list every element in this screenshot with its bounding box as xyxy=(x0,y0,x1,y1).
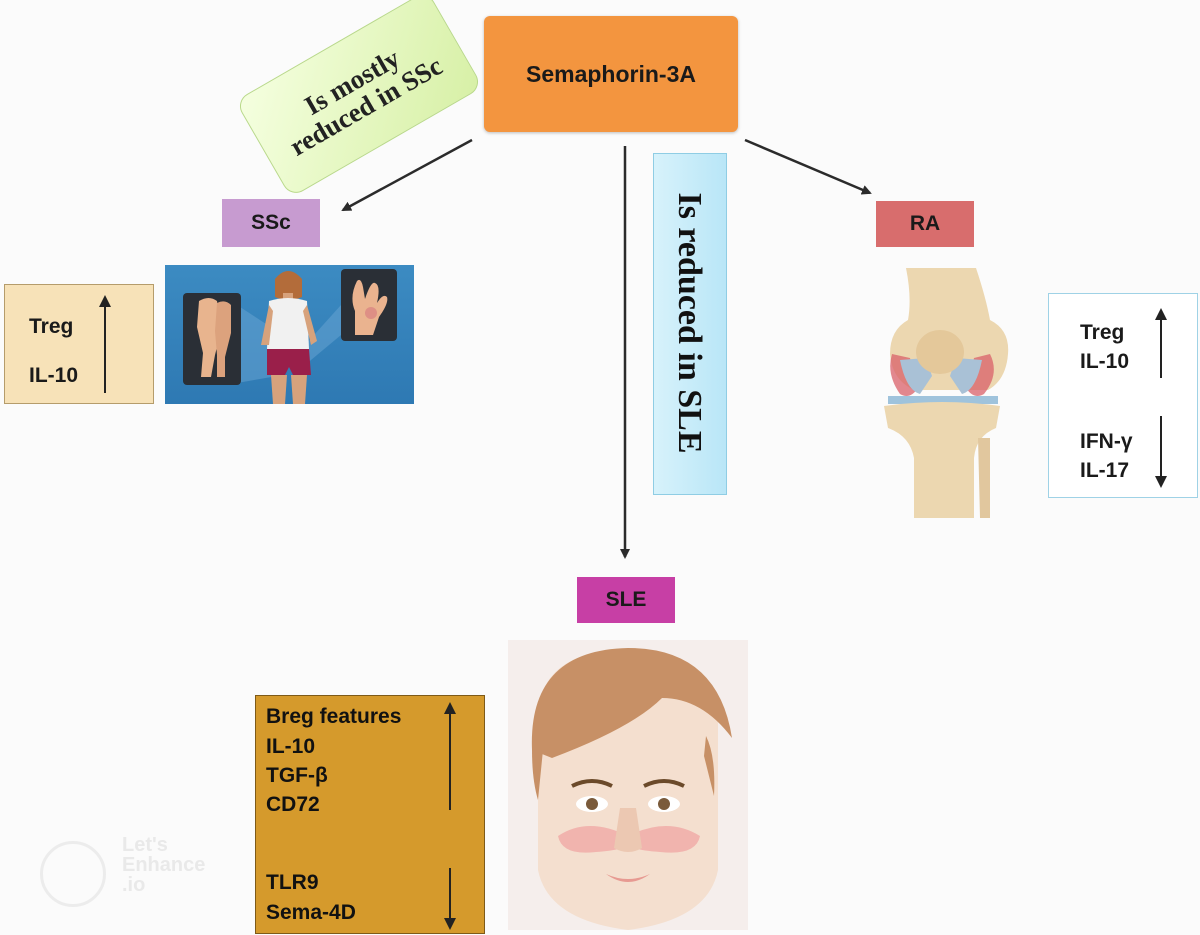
watermark-line: Enhance xyxy=(122,854,206,876)
ssc-label-text: SSc xyxy=(251,211,291,234)
up-arrow-icon xyxy=(99,295,111,393)
sle-note-text: Is reduced in SLE xyxy=(671,192,708,454)
arrow-to-ssc xyxy=(341,138,473,212)
watermark-logo-icon xyxy=(40,841,106,907)
down-arrow-icon xyxy=(444,868,456,930)
sle-up-item: CD72 xyxy=(266,793,320,816)
ra-up-item: IL-10 xyxy=(1080,350,1130,373)
ssc-up-item: IL-10 xyxy=(29,364,79,387)
watermark-text: Let's Enhance .io xyxy=(122,835,205,895)
arrow-to-ra xyxy=(744,138,872,195)
ssc-illustration xyxy=(165,265,414,404)
sle-up-item: TGF-β xyxy=(266,764,328,787)
ra-effects-box: Treg IL-10 IFN-γ IL-17 xyxy=(1048,293,1198,498)
ra-label: RA xyxy=(876,201,974,247)
sle-patient-face-image xyxy=(508,640,748,930)
sle-up-item: IL-10 xyxy=(266,735,316,758)
ssc-effects-box: Treg IL-10 xyxy=(4,284,154,404)
watermark-line: Let's xyxy=(122,834,168,856)
sle-face-illustration xyxy=(508,640,748,930)
down-arrow-icon xyxy=(1155,416,1167,488)
ra-up-item: Treg xyxy=(1080,321,1125,344)
semaphorin-3a-node: Semaphorin-3A xyxy=(484,16,738,132)
up-arrow-icon xyxy=(1155,308,1167,378)
up-arrow-icon xyxy=(444,702,456,810)
sle-reduction-note xyxy=(653,153,727,495)
ra-down-item: IL-17 xyxy=(1080,459,1130,482)
ssc-label: SSc xyxy=(222,199,320,247)
knee-joint-image xyxy=(884,268,1009,518)
ra-down-item: IFN-γ xyxy=(1080,430,1133,453)
sle-label-text: SLE xyxy=(605,588,647,611)
sle-down-item: Sema-4D xyxy=(266,901,356,924)
ra-knee-illustration xyxy=(866,268,1016,518)
watermark: Let's Enhance .io xyxy=(40,833,240,907)
sle-down-item: TLR9 xyxy=(266,871,319,894)
sle-up-item: Breg features xyxy=(266,705,402,728)
ssc-up-item: Treg xyxy=(29,315,74,338)
sle-effects-box: Breg features IL-10 TGF-β CD72 TLR9 Sema… xyxy=(255,695,485,934)
watermark-line: .io xyxy=(122,874,146,896)
ra-label-text: RA xyxy=(909,212,941,235)
semaphorin-3a-label: Semaphorin-3A xyxy=(526,60,696,87)
sle-label: SLE xyxy=(577,577,675,623)
ssc-patient-image xyxy=(183,269,397,404)
